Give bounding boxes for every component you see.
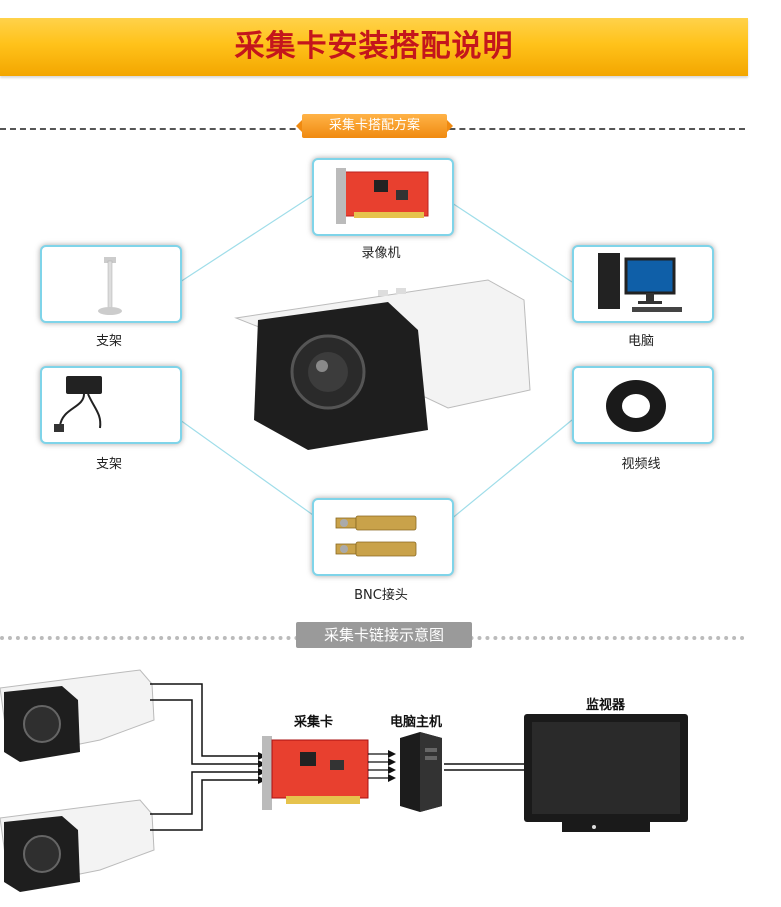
monitor-icon xyxy=(524,714,688,832)
cable-label: 视频线 xyxy=(621,457,661,472)
capture-card-diagram-icon xyxy=(262,736,369,810)
bnc-connector-icon xyxy=(335,515,417,557)
capture-card-label: 采集卡 xyxy=(294,715,334,730)
host-label: 电脑主机 xyxy=(390,715,443,730)
cable-coil-icon xyxy=(606,380,666,432)
power-adapter-icon xyxy=(54,376,102,432)
computer-label: 电脑 xyxy=(627,334,654,349)
camera-2-icon xyxy=(0,799,155,892)
camera-icon xyxy=(234,279,531,450)
section-tag-diagram: 采集卡链接示意图 xyxy=(296,622,472,648)
computer-box xyxy=(572,245,714,323)
recorder-label: 录像机 xyxy=(361,246,401,261)
bnc-label: BNC接头 xyxy=(354,588,408,603)
capture-card-icon xyxy=(336,168,429,224)
section-tag-combo: 采集卡搭配方案 xyxy=(296,114,453,138)
page-title: 采集卡安装搭配说明 xyxy=(234,29,514,64)
monitor-label: 监视器 xyxy=(586,698,626,713)
cable-box xyxy=(572,366,714,444)
computer-host-icon xyxy=(400,732,442,812)
computer-icon xyxy=(598,253,682,312)
bnc-box xyxy=(312,498,454,576)
recorder-box xyxy=(312,158,454,236)
camera-1-icon xyxy=(0,669,155,762)
stand-label: 支架 xyxy=(95,334,122,349)
power-label: 支架 xyxy=(95,457,122,472)
title-banner: 采集卡安装搭配说明 xyxy=(0,18,748,76)
stand-box xyxy=(40,245,182,323)
stand-icon xyxy=(98,257,122,315)
power-box xyxy=(40,366,182,444)
